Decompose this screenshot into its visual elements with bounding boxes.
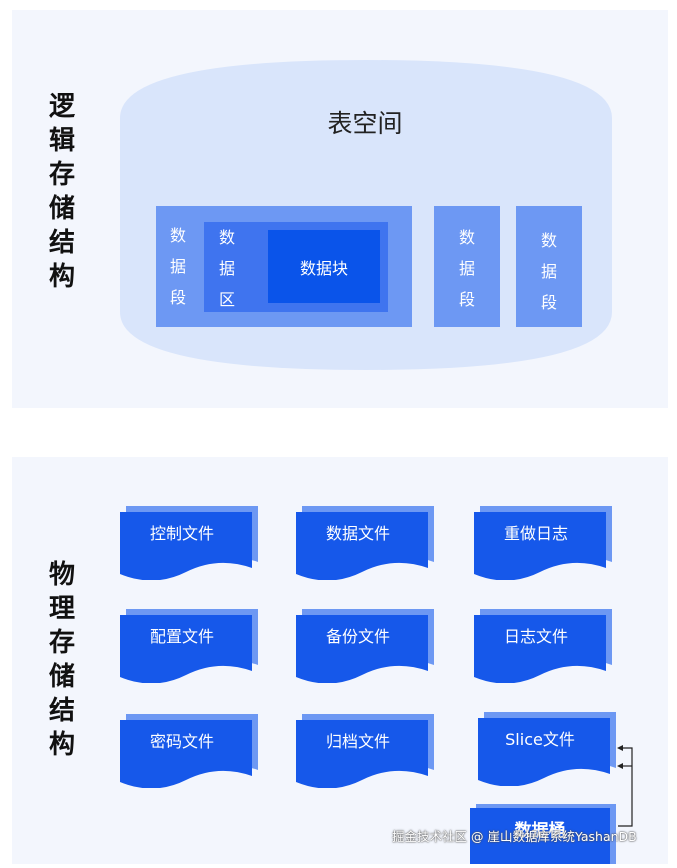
data-bucket-label: 数据桶 — [514, 821, 566, 841]
file-archive: 归档文件 — [296, 714, 436, 788]
data-extent-label: 数 据 区 — [218, 228, 235, 309]
title-char: 辑 — [48, 126, 75, 156]
watermark: 掘金技术社区 @ 崖山数据库系统YashanDB — [392, 829, 637, 844]
file-label: 归档文件 — [325, 732, 390, 751]
title-char: 理 — [48, 594, 75, 624]
title-char: 结 — [48, 228, 75, 258]
file-backup: 备份文件 — [296, 609, 436, 683]
title-char: 存 — [48, 628, 75, 658]
title-char: 存 — [48, 160, 75, 190]
file-config: 配置文件 — [120, 609, 260, 683]
file-data: 数据文件 — [296, 506, 436, 580]
data-block: 数据块 — [268, 230, 380, 303]
file-label: 备份文件 — [325, 627, 390, 646]
title-char: 储 — [48, 662, 75, 692]
file-slice: Slice文件 — [478, 712, 618, 786]
data-segment-3-label: 数 据 段 — [540, 231, 557, 312]
title-char: 结 — [48, 696, 75, 726]
tablespace-label: 表空间 — [327, 109, 403, 138]
data-segment-3 — [516, 206, 582, 327]
title-char: 物 — [48, 560, 75, 590]
file-label: 数据文件 — [325, 524, 390, 543]
file-label: 日志文件 — [503, 627, 568, 646]
file-control: 控制文件 — [120, 506, 260, 580]
file-label: 重做日志 — [503, 524, 568, 543]
title-char: 储 — [48, 194, 75, 224]
title-char: 逻 — [48, 92, 75, 122]
title-char: 构 — [48, 730, 75, 760]
file-label: 配置文件 — [149, 627, 214, 646]
file-label: 控制文件 — [149, 524, 214, 543]
physical-structure-title: 物 理 存 储 结 构 — [40, 558, 84, 762]
data-segment-main-label: 数 据 段 — [169, 226, 186, 307]
file-redo-log: 重做日志 — [474, 506, 614, 580]
logical-structure-title: 逻 辑 存 储 结 构 — [40, 90, 84, 294]
file-label: 密码文件 — [149, 732, 214, 751]
data-bucket: 数据桶 — [470, 804, 618, 864]
title-char: 构 — [48, 262, 75, 292]
data-segment-2 — [434, 206, 500, 327]
file-log: 日志文件 — [474, 609, 614, 683]
file-password: 密码文件 — [120, 714, 260, 788]
file-label: Slice文件 — [505, 730, 575, 749]
data-segment-2-label: 数 据 段 — [458, 228, 475, 309]
